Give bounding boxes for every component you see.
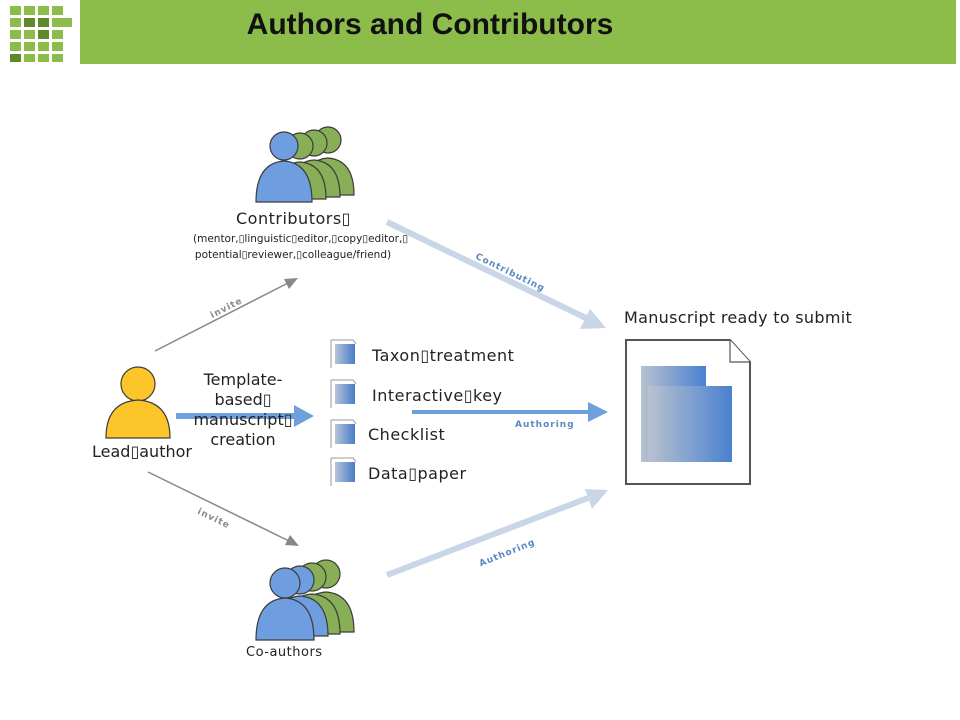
page-title: Authors and Contributors bbox=[246, 8, 614, 41]
contributors-roles-label: (mentor,▯linguistic▯editor,▯copy▯editor,… bbox=[193, 233, 409, 261]
manuscript-document-icon bbox=[625, 339, 751, 485]
co-authors-label: Co-authors bbox=[246, 645, 323, 660]
invite-top-arrow bbox=[154, 278, 298, 352]
header-bar: Authors and Contributors bbox=[0, 0, 960, 68]
co-authors-people-icon bbox=[255, 559, 355, 641]
manuscript-label: Manuscript ready to submit bbox=[624, 308, 853, 327]
authoring-mid-label: Authoring bbox=[515, 420, 575, 430]
lead-author-person-icon bbox=[105, 366, 171, 439]
contributors-people-icon bbox=[255, 126, 355, 203]
doc-checklist-label: Checklist bbox=[368, 425, 446, 444]
logo-icon bbox=[10, 6, 72, 62]
checklist-doc-icon bbox=[330, 419, 357, 448]
data-paper-doc-icon bbox=[330, 457, 357, 486]
taxon-treatment-doc-icon bbox=[330, 339, 357, 368]
doc-data-paper-label: Data▯paper bbox=[368, 464, 467, 483]
template-arrow bbox=[176, 405, 314, 427]
template-creation-label: Template-based▯ manuscript▯ creation bbox=[193, 370, 293, 449]
authoring-bottom-arrow bbox=[385, 489, 608, 578]
title-band bbox=[80, 0, 956, 64]
interactive-key-doc-icon bbox=[330, 379, 357, 408]
lead-author-label: Lead▯author bbox=[92, 442, 192, 461]
contributors-label: Contributors▯ bbox=[236, 209, 351, 228]
doc-taxon-treatment-label: Taxon▯treatment bbox=[372, 346, 515, 365]
contributing-arrow bbox=[385, 219, 606, 329]
doc-interactive-key-label: Interactive▯key bbox=[372, 386, 503, 405]
authoring-mid-arrow bbox=[412, 402, 608, 422]
invite-bottom-arrow bbox=[147, 471, 299, 546]
